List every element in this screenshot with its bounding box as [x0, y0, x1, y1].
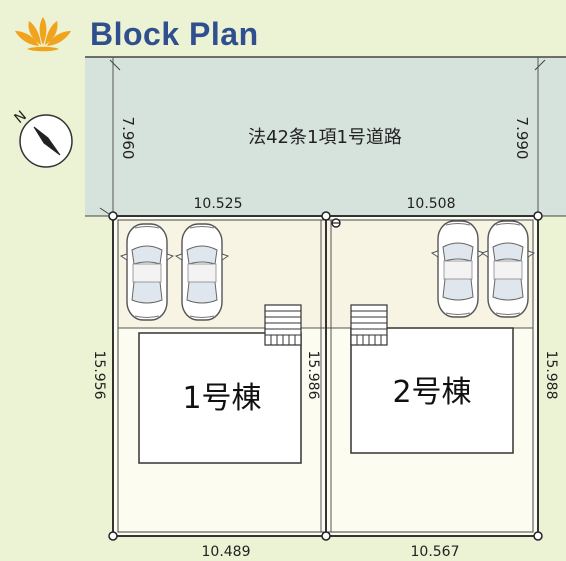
corner-marker — [108, 211, 118, 221]
building-2 — [350, 327, 514, 454]
car-2 — [175, 223, 229, 321]
road-width-left: 7.960 — [119, 117, 137, 160]
lotus-icon — [15, 17, 71, 52]
corner-marker — [321, 211, 331, 221]
dim-middle: 15.986 — [305, 351, 321, 400]
stairs-1 — [264, 304, 302, 346]
car-1 — [120, 223, 174, 321]
dim-bottom-left: 10.489 — [202, 544, 251, 560]
road-label: 法42条1項1号道路 — [248, 127, 402, 148]
car-4 — [481, 220, 535, 318]
road-width-right: 7.990 — [513, 117, 531, 160]
corner-marker — [108, 531, 118, 541]
dim-top-left: 10.525 — [194, 196, 243, 212]
dim-right: 15.988 — [543, 351, 559, 400]
car-3 — [431, 220, 485, 318]
dim-top-right: 10.508 — [407, 196, 456, 212]
boundary-marker-icon — [331, 218, 341, 228]
dim-left: 15.956 — [91, 351, 107, 400]
stairs-2 — [350, 304, 388, 346]
building-1-label: 1号棟 — [182, 381, 261, 416]
corner-marker — [533, 531, 543, 541]
north-arrow-icon — [19, 114, 73, 168]
building-2-label: 2号棟 — [392, 375, 471, 410]
building-1 — [138, 332, 302, 464]
corner-marker — [533, 211, 543, 221]
dim-bottom-right: 10.567 — [411, 544, 460, 560]
road-area — [85, 57, 566, 216]
page-title: Block Plan — [90, 16, 259, 52]
corner-marker — [321, 531, 331, 541]
